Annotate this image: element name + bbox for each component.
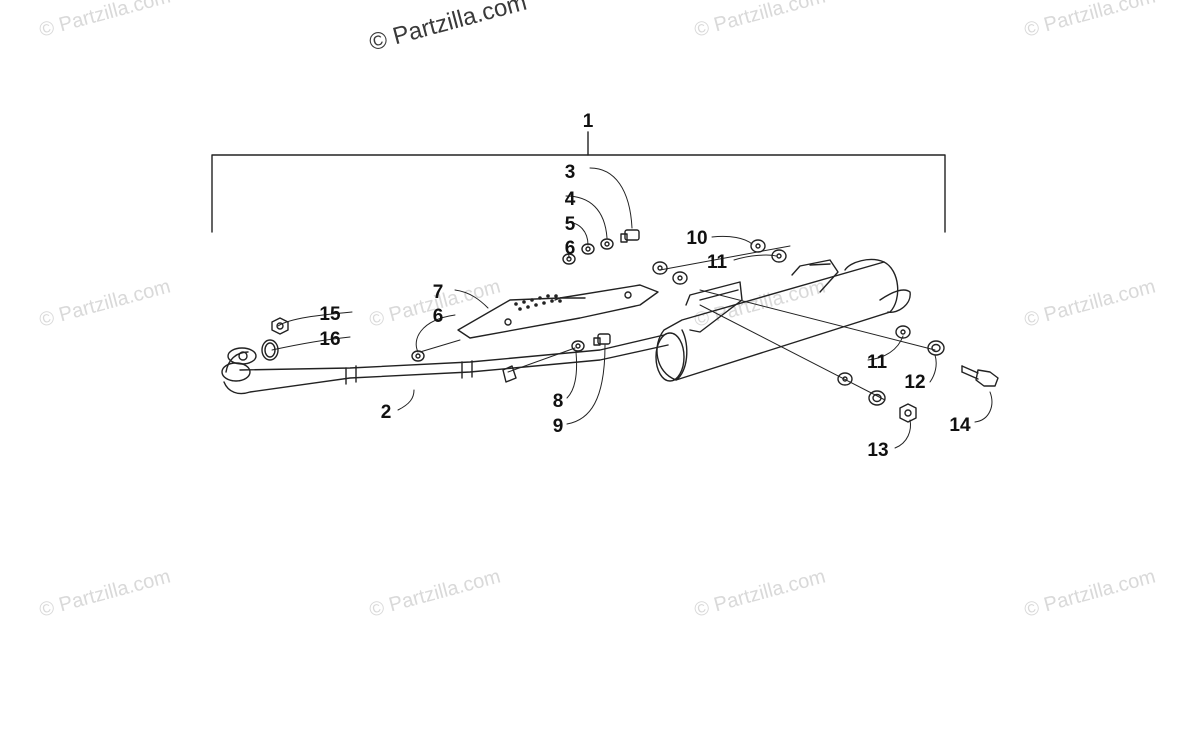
callout-6: 6 <box>565 238 576 259</box>
callout-2: 2 <box>381 402 392 423</box>
callout-1: 1 <box>583 111 594 132</box>
callout-9: 9 <box>553 416 564 437</box>
callout-labels: 1 2 3 4 5 6 7 6 8 9 10 11 11 12 13 14 15… <box>319 111 971 461</box>
callout-12: 12 <box>904 372 925 393</box>
header-pipe <box>221 334 669 395</box>
heat-shield <box>457 284 659 339</box>
leader-lines <box>271 167 993 449</box>
callout-3: 3 <box>565 162 576 183</box>
stud-spacer <box>502 365 517 383</box>
callout-10: 10 <box>686 228 707 249</box>
gasket-nut <box>261 317 289 361</box>
callout-7: 7 <box>433 282 444 303</box>
assembly-bracket <box>211 131 946 233</box>
muffler <box>655 258 911 382</box>
callout-14: 14 <box>949 415 971 436</box>
callout-4: 4 <box>565 189 576 210</box>
callout-8: 8 <box>553 391 564 412</box>
callout-11: 11 <box>707 252 728 273</box>
callout-5: 5 <box>565 214 576 235</box>
callout-15: 15 <box>319 304 341 325</box>
muffler-right-hardware <box>837 325 999 423</box>
top-fastener-stack <box>562 229 640 265</box>
callout-6: 6 <box>433 306 444 327</box>
muffler-top-washers <box>652 239 787 285</box>
callout-11: 11 <box>867 352 888 373</box>
callout-16: 16 <box>319 329 340 350</box>
lower-fastener-stack <box>411 333 611 362</box>
callout-13: 13 <box>867 440 888 461</box>
